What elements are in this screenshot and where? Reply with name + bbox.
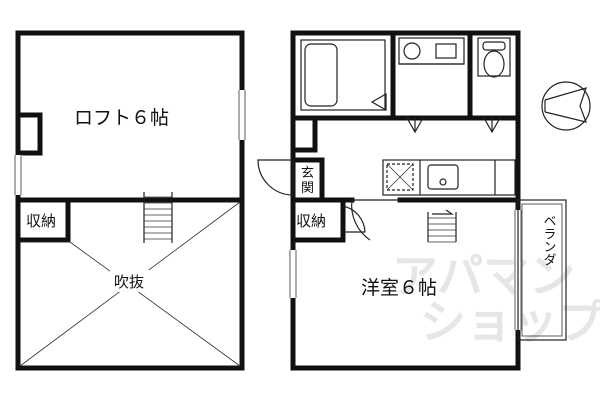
pipe-shaft	[290, 115, 318, 153]
entrance-label-1: 玄	[301, 166, 314, 181]
western-room-label: 洋室６帖	[361, 277, 437, 299]
toilet	[477, 37, 511, 78]
watermark-line2: ショップ	[420, 295, 600, 349]
loft-left-window	[14, 155, 22, 195]
ladder	[143, 192, 173, 243]
bathtub	[300, 39, 387, 112]
watermark-line1: アパマン	[392, 249, 575, 303]
loft-label: ロフト６帖	[74, 107, 169, 129]
balcony	[517, 199, 567, 341]
loft-wall-notch	[15, 112, 43, 156]
loft-window	[238, 90, 246, 140]
bath-door	[406, 117, 424, 134]
loft-storage	[15, 197, 71, 243]
room-door	[351, 199, 400, 241]
toilet-door	[483, 117, 501, 134]
room-left-window	[289, 250, 297, 298]
entrance-door	[257, 159, 294, 196]
entrance-label-2: 関	[301, 181, 314, 196]
balcony-label: ベランダ	[541, 214, 557, 266]
storage-left-label: 収納	[26, 212, 56, 230]
void-label: 吹抜	[114, 273, 144, 291]
stairs	[427, 209, 457, 243]
storage-door	[342, 205, 366, 233]
north-arrow-icon	[541, 81, 591, 131]
storage-right-label: 収納	[296, 212, 326, 230]
main-floor-plan: 玄 関 収納 洋室６帖 ベランダ	[257, 30, 567, 371]
watermark: アパマン ショップ	[392, 249, 600, 349]
loft-plan: ロフト６帖 収納 吹抜	[14, 30, 246, 371]
washbasin	[398, 37, 465, 65]
kitchen	[382, 159, 516, 196]
